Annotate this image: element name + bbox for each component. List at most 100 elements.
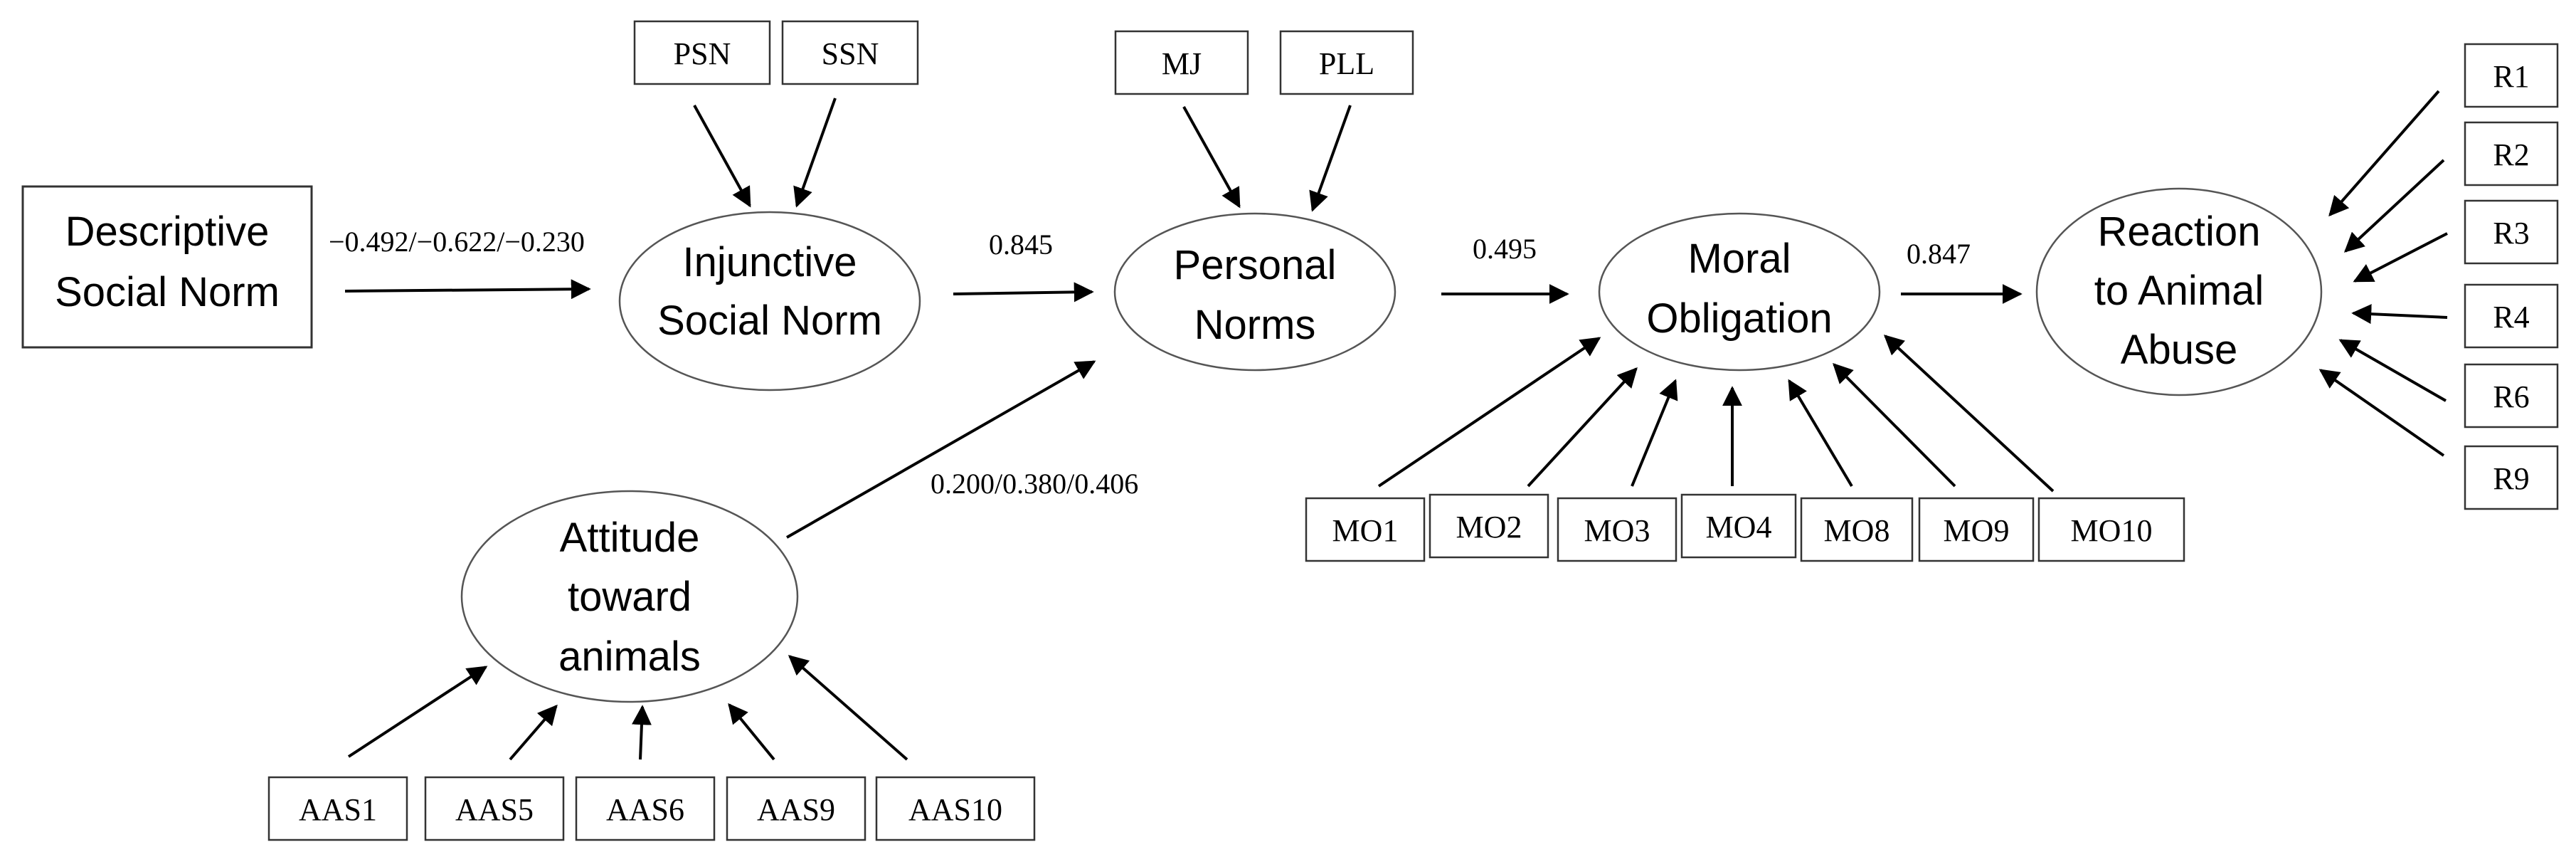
indicator-label-r4: R4 xyxy=(2493,300,2529,335)
attitude-line1: Attitude xyxy=(560,515,700,561)
indicator-box-mo9 xyxy=(1918,497,2035,562)
indicator-arrow-mo8 xyxy=(1788,379,1853,488)
indicator-arrow-r3 xyxy=(2353,232,2448,283)
moral-obligation-line2: Obligation xyxy=(1646,295,1832,342)
coef-descriptive-injunctive: −0.492/−0.622/−0.230 xyxy=(329,226,585,258)
reaction-ellipse xyxy=(2035,187,2323,396)
indicator-arrow-aas1 xyxy=(347,666,488,758)
indicator-label-ssn: SSN xyxy=(822,36,879,71)
indicator-arrow-aas5 xyxy=(509,704,558,761)
indicator-label-mo10: MO10 xyxy=(2071,513,2153,548)
indicator-group-injunctive: PSN SSN xyxy=(633,20,919,208)
indicator-box-pll xyxy=(1279,30,1414,95)
indicator-arrow-psn xyxy=(693,105,751,208)
indicator-group-personal: MJ PLL xyxy=(1114,30,1414,212)
injunctive-social-norm-line2: Social Norm xyxy=(657,298,882,344)
indicator-label-aas10: AAS10 xyxy=(908,792,1002,827)
indicator-box-r6 xyxy=(2464,363,2559,428)
reaction-line3: Abuse xyxy=(2121,327,2237,373)
descriptive-social-norm-line1: Descriptive xyxy=(65,209,270,255)
descriptive-social-norm-box xyxy=(21,185,313,349)
indicator-box-mo8 xyxy=(1800,497,1914,562)
indicator-arrow-mo2 xyxy=(1527,367,1638,488)
indicator-label-psn: PSN xyxy=(674,36,731,71)
indicator-arrow-r2 xyxy=(2343,159,2445,253)
indicator-label-mo4: MO4 xyxy=(1706,510,1772,545)
indicator-label-mo9: MO9 xyxy=(1944,513,2010,548)
indicator-label-mj: MJ xyxy=(1162,46,1202,81)
indicator-arrow-r9 xyxy=(2318,369,2445,457)
construct-attitude-toward-animals: Attitude toward animals xyxy=(460,490,799,703)
indicator-box-r1 xyxy=(2464,43,2559,108)
indicator-box-psn xyxy=(633,20,771,85)
coef-personal-moral: 0.495 xyxy=(1473,233,1537,265)
indicator-box-mo10 xyxy=(2037,497,2185,562)
coef-attitude-personal: 0.200/0.380/0.406 xyxy=(931,468,1138,500)
indicator-box-ssn xyxy=(781,20,919,85)
indicator-label-mo2: MO2 xyxy=(1456,510,1522,545)
coef-moral-reaction: 0.847 xyxy=(1907,238,1971,270)
indicator-box-r4 xyxy=(2464,283,2559,349)
indicator-box-aas1 xyxy=(267,776,408,841)
indicator-arrow-mj xyxy=(1182,106,1241,209)
indicator-box-mo4 xyxy=(1680,493,1797,559)
indicator-arrow-r1 xyxy=(2328,90,2440,217)
indicator-label-r3: R3 xyxy=(2493,216,2529,251)
indicator-arrow-r4 xyxy=(2351,304,2448,325)
indicator-label-mo3: MO3 xyxy=(1584,513,1650,548)
injunctive-social-norm-line1: Injunctive xyxy=(682,239,857,285)
indicator-arrow-mo1 xyxy=(1377,337,1601,488)
indicator-label-r9: R9 xyxy=(2493,461,2529,496)
moral-obligation-line1: Moral xyxy=(1687,236,1791,282)
construct-injunctive-social-norm: Injunctive Social Norm xyxy=(618,211,921,391)
indicator-arrow-mo9 xyxy=(1833,363,1956,488)
indicator-arrow-mo10 xyxy=(1883,335,2055,493)
moral-obligation-ellipse xyxy=(1598,212,1881,372)
indicator-box-r2 xyxy=(2464,121,2559,186)
personal-norms-line1: Personal xyxy=(1174,242,1337,288)
construct-reaction-to-animal-abuse: Reaction to Animal Abuse xyxy=(2035,187,2323,396)
indicator-arrow-aas10 xyxy=(788,655,908,761)
indicator-label-mo8: MO8 xyxy=(1824,513,1890,548)
indicator-label-aas9: AAS9 xyxy=(757,792,835,827)
indicator-arrow-pll xyxy=(1309,105,1352,212)
indicator-label-mo1: MO1 xyxy=(1332,513,1399,548)
indicator-label-aas1: AAS1 xyxy=(299,792,377,827)
indicator-label-aas6: AAS6 xyxy=(606,792,684,827)
path-arrow-injunctive-personal xyxy=(953,282,1094,303)
construct-personal-norms: Personal Norms xyxy=(1113,212,1396,372)
indicator-label-aas5: AAS5 xyxy=(455,792,534,827)
indicator-box-mj xyxy=(1114,30,1249,95)
construct-descriptive-social-norm: Descriptive Social Norm xyxy=(21,185,313,349)
path-arrow-attitude-personal xyxy=(786,360,1096,539)
indicator-box-r9 xyxy=(2464,445,2559,510)
reaction-line2: to Animal xyxy=(2094,268,2264,314)
indicator-group-moral: MO1 MO2 MO3 MO4 MO8 MO9 MO10 xyxy=(1305,335,2185,562)
personal-norms-ellipse xyxy=(1113,212,1396,372)
indicator-group-reaction: R1 R2 R3 R4 R6 R9 xyxy=(2318,43,2559,510)
indicator-arrow-ssn xyxy=(793,98,837,208)
indicator-label-r1: R1 xyxy=(2493,59,2529,94)
personal-norms-line2: Norms xyxy=(1194,302,1316,348)
attitude-line3: animals xyxy=(558,633,701,680)
indicator-label-r2: R2 xyxy=(2493,137,2529,172)
indicator-box-mo3 xyxy=(1557,497,1677,562)
indicator-box-mo2 xyxy=(1429,493,1549,559)
attitude-line2: toward xyxy=(568,574,691,620)
coef-injunctive-personal: 0.845 xyxy=(989,228,1053,261)
construct-moral-obligation: Moral Obligation xyxy=(1598,212,1881,372)
indicator-label-r6: R6 xyxy=(2493,379,2529,414)
indicator-arrow-r6 xyxy=(2338,339,2447,402)
attitude-ellipse xyxy=(460,490,799,703)
injunctive-social-norm-ellipse xyxy=(618,211,921,391)
indicator-box-aas9 xyxy=(726,776,866,841)
indicator-box-aas5 xyxy=(424,776,565,841)
indicator-box-aas10 xyxy=(875,776,1036,841)
indicator-arrow-aas6 xyxy=(631,705,652,760)
path-arrow-descriptive-injunctive xyxy=(344,279,591,300)
descriptive-social-norm-line2: Social Norm xyxy=(55,269,280,315)
indicator-group-attitude: AAS1 AAS5 AAS6 AAS9 AAS10 xyxy=(267,655,1036,841)
reaction-line1: Reaction xyxy=(2098,209,2261,255)
indicator-box-r3 xyxy=(2464,199,2559,265)
